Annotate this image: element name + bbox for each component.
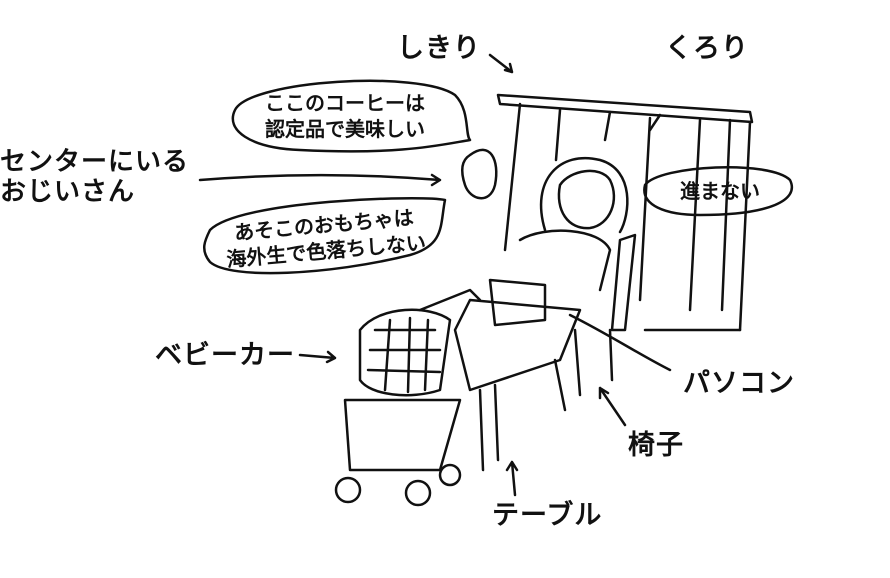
bubble-stuck-outline [643,166,793,217]
partition-drawing [496,93,754,332]
table-drawing [453,298,582,472]
label-kurori: くろり [665,33,749,64]
label-old-man-line1: センターにいる [0,147,190,177]
label-old-man-line2: おじいさん [0,176,136,207]
arrow-chair [598,386,627,427]
bubble-coffee: ここのコーヒーは 認定品で美味しい [265,90,425,142]
arrow-kurori [648,113,662,132]
chair-drawing [573,233,637,397]
bubble-stuck: 進まない [680,179,760,203]
label-pc: パソコン [683,368,795,399]
bubble-coffee-line2: 認定品で美味しい [265,117,425,141]
bubble-coffee-outline [231,79,472,153]
bubble-coffee-line1: ここのコーヒーは [265,91,425,115]
label-partition: しきり [397,33,481,64]
arrow-partition [488,53,514,74]
laptop-drawing [488,278,547,327]
label-chair: 椅子 [628,430,684,461]
label-stroller: ベビーカー [155,340,295,371]
arrow-pc [568,313,672,372]
arrow-old-man [198,173,442,187]
old-man-drawing [461,148,498,200]
arrow-table [505,460,519,497]
arrow-stroller [298,350,337,364]
person-drawing [518,156,629,292]
label-old-man: センターにいる おじいさん [0,147,190,208]
label-table: テーブル [492,500,603,531]
stroller-drawing [334,288,482,507]
bubble-toy-outline [203,197,447,275]
